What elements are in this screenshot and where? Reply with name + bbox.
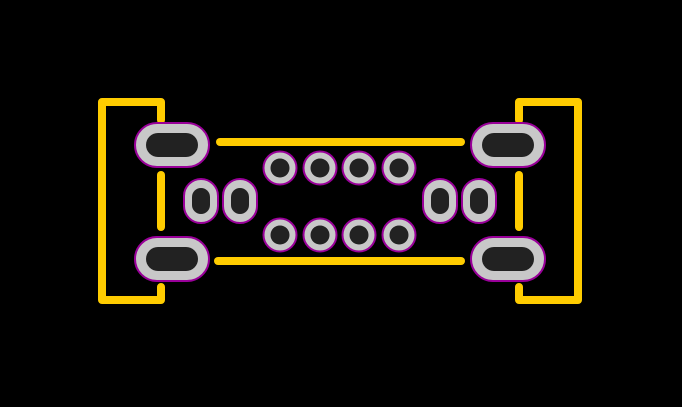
drill-hole [389,225,409,245]
mount-pad-top-left [134,122,210,168]
drill-slot [482,133,534,157]
round-pad-bottom-3 [341,217,377,253]
silk-left-bracket [98,98,165,304]
drill-hole [389,158,409,178]
drill-hole [231,188,249,214]
drill-hole [310,158,330,178]
round-pad-bottom-1 [262,217,298,253]
drill-hole [431,188,449,214]
drill-slot [482,247,534,271]
drill-hole [270,225,290,245]
round-pad-bottom-4 [381,217,417,253]
round-pad-top-1 [262,150,298,186]
side-pad-right-inner [422,178,458,224]
drill-hole [349,158,369,178]
silk-right-bracket [515,98,582,304]
round-pad-bottom-2 [302,217,338,253]
mount-pad-bottom-left [134,236,210,282]
drill-hole [310,225,330,245]
side-pad-left-outer [183,178,219,224]
drill-hole [470,188,488,214]
side-pad-left-inner [222,178,258,224]
silkscreen-layer [98,98,582,304]
mount-pad-bottom-right [470,236,546,282]
round-pad-top-3 [341,150,377,186]
side-pad-right-outer [461,178,497,224]
drill-slot [146,133,198,157]
round-pad-top-4 [381,150,417,186]
drill-slot [146,247,198,271]
pads-layer [134,122,546,282]
round-pad-top-2 [302,150,338,186]
drill-hole [349,225,369,245]
mount-pad-top-right [470,122,546,168]
drill-hole [270,158,290,178]
drill-hole [192,188,210,214]
